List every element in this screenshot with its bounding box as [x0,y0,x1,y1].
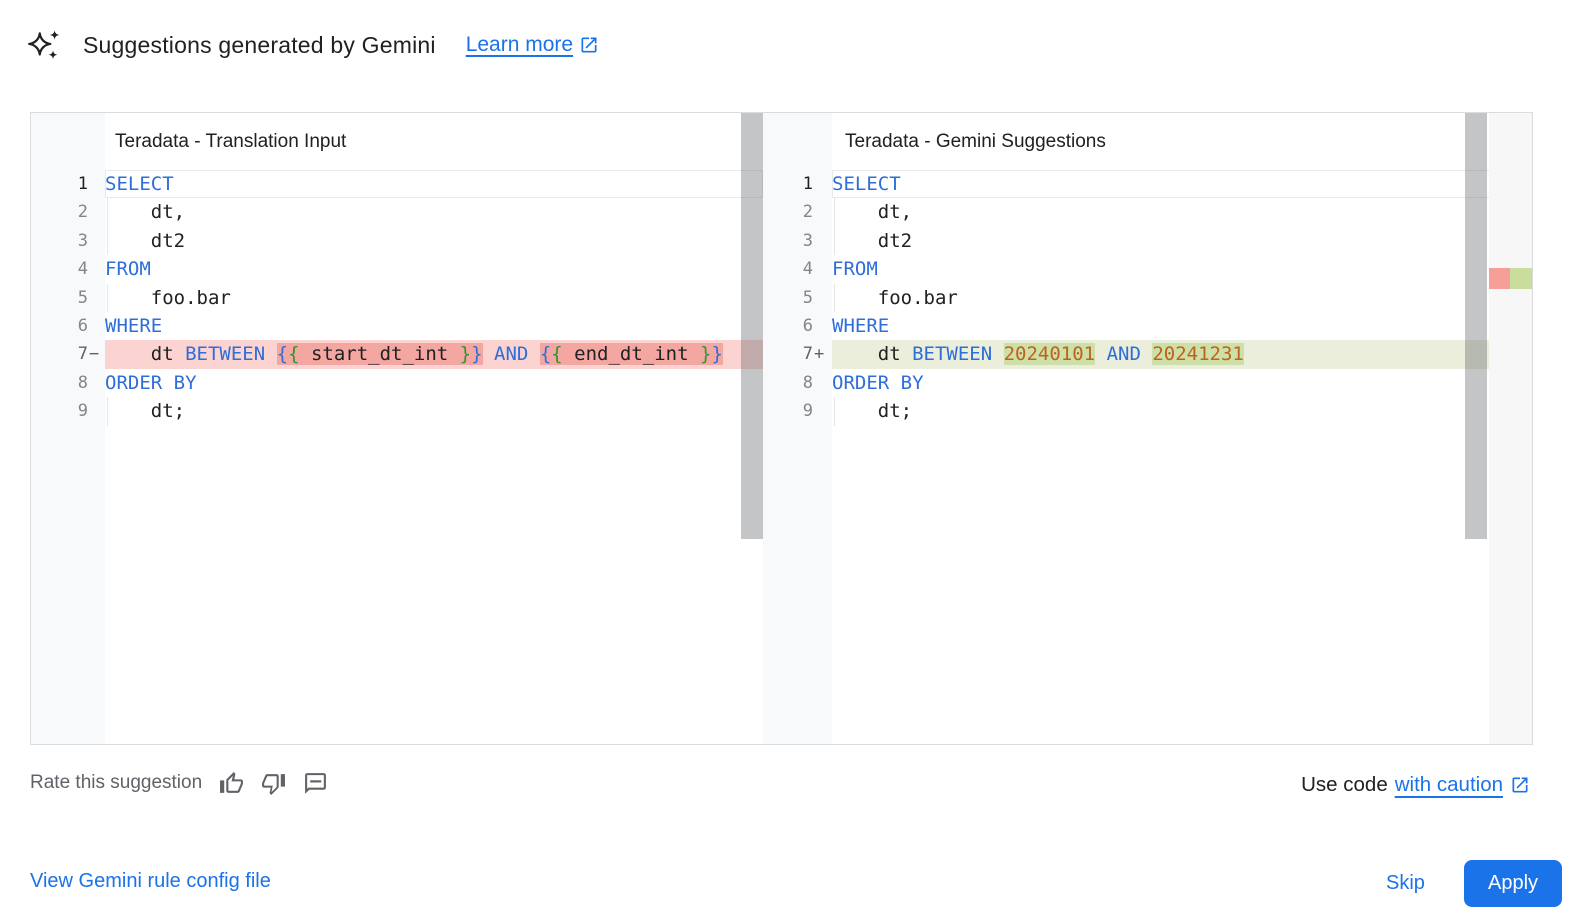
code-content: ORDER BY [832,371,924,394]
line-number-gutter [763,113,832,744]
line-number: 8 [77,372,88,393]
code-content: FROM [832,258,878,281]
learn-more-link[interactable]: Learn more [466,33,599,57]
code-content: dt2 [105,226,763,256]
with-caution-link[interactable]: with caution [1394,773,1503,796]
code-content: WHERE [105,314,163,337]
code-line-1: 1 SELECT [31,170,763,198]
line-number: 3 [77,230,88,251]
rate-label: Rate this suggestion [30,772,203,793]
code-line-6: 6 WHERE [763,312,1532,340]
apply-button[interactable]: Apply [1464,860,1562,907]
code-line-2: 2 dt, [31,198,763,227]
code-line-6: 6 WHERE [31,312,763,340]
right-vertical-scrollbar[interactable] [1465,113,1487,539]
line-number: 7− [77,344,100,365]
external-link-icon [579,35,599,55]
page-title: Suggestions generated by Gemini [83,31,436,58]
code-content: dt BETWEEN {{ start_dt_int }} AND {{ end… [105,340,763,369]
left-vertical-scrollbar[interactable] [741,113,763,539]
line-number-gutter [31,113,105,744]
line-number: 7+ [802,344,825,365]
line-number: 4 [77,259,88,280]
code-line-5: 5 foo.bar [763,283,1532,312]
thumbs-down-button[interactable] [260,770,286,796]
code-line-9: 9 dt; [31,397,763,426]
code-line-5: 5 foo.bar [31,283,763,312]
code-content: ORDER BY [105,371,197,394]
code-content: dt BETWEEN 20240101 AND 20241231 [832,340,1532,369]
line-number: 1 [802,174,813,194]
code-content: dt, [105,198,763,227]
code-content: foo.bar [105,283,763,312]
line-number: 9 [77,401,88,422]
overview-removed-mark [1489,268,1510,289]
line-number: 2 [802,202,813,223]
code-line-3: 3 dt2 [763,226,1532,256]
line-number: 4 [802,259,813,280]
code-content: dt, [832,198,1532,227]
right-editor-title: Teradata - Gemini Suggestions [845,131,1106,152]
thumbs-up-button[interactable] [218,770,244,796]
line-number: 5 [802,287,813,308]
line-number: 9 [802,401,813,422]
line-number: 6 [802,315,813,336]
code-line-8: 8 ORDER BY [763,369,1532,397]
line-number: 2 [77,202,88,223]
skip-button[interactable]: Skip [1372,860,1439,907]
gemini-sparkle-icon [26,27,62,63]
code-line-8: 8 ORDER BY [31,369,763,397]
line-number: 5 [77,287,88,308]
code-content: dt2 [832,226,1532,256]
feedback-button[interactable] [302,770,328,796]
view-rule-config-link[interactable]: View Gemini rule config file [30,870,271,892]
code-content: FROM [105,258,151,281]
code-line-4: 4 FROM [31,255,763,283]
code-content: SELECT [105,170,763,198]
use-code-text: Use code [1301,773,1388,796]
line-number: 1 [77,174,88,194]
line-number: 3 [802,230,813,251]
line-number: 6 [77,315,88,336]
suggestions-header: Suggestions generated by Gemini Learn mo… [26,27,599,63]
code-line-1: 1 SELECT [763,170,1532,198]
overview-added-mark [1510,268,1532,289]
line-number: 8 [802,372,813,393]
code-content: dt; [832,397,1532,426]
code-line-9: 9 dt; [763,397,1532,426]
code-line-4: 4 FROM [763,255,1532,283]
code-content: WHERE [832,314,890,337]
code-content: SELECT [832,170,1532,198]
diff-overview-ruler[interactable] [1489,113,1532,744]
code-line-3: 3 dt2 [31,226,763,256]
use-code-notice: Use code with caution [1301,773,1530,797]
code-content: dt; [105,397,763,426]
code-line-7: 7− dt BETWEEN {{ start_dt_int }} AND {{ … [31,340,763,369]
rate-suggestion-row: Rate this suggestion [30,770,328,796]
external-link-icon [1510,775,1530,795]
code-line-2: 2 dt, [763,198,1532,227]
code-content: foo.bar [832,283,1532,312]
code-line-7: 7+ dt BETWEEN 20240101 AND 20241231 [763,340,1532,369]
left-editor-title: Teradata - Translation Input [115,131,347,152]
